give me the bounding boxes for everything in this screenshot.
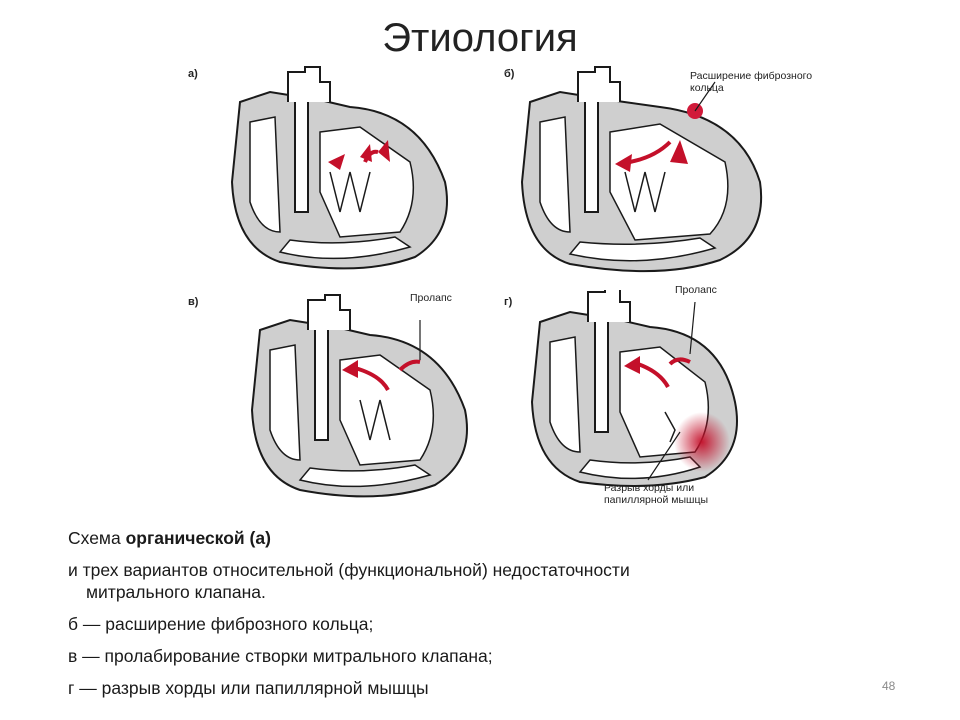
callout-chord-rupture: Разрыв хорды или папиллярной мышцы: [604, 482, 709, 506]
caption-line-2: и трех вариантов относительной (функцион…: [68, 559, 908, 603]
panel-b: б) Расширение фиброзного кольца: [500, 62, 820, 289]
caption-line-1: Схема органической (а): [68, 527, 908, 549]
figure-caption: Схема органической (а) и трех вариантов …: [68, 527, 908, 709]
heart-v: [250, 294, 468, 498]
caption-line-2a: и трех вариантов относительной (функцион…: [68, 560, 630, 580]
caption-line-2b: митрального клапана.: [86, 582, 266, 602]
heart-illustration-b: [520, 66, 763, 273]
caption-line-1-bold: органической (а): [125, 528, 271, 548]
heart-illustration-g: [530, 286, 738, 487]
caption-line-3: б — расширение фиброзного кольца;: [68, 614, 374, 634]
panel-g: г) Пролапс Разрыв хорды или папиллярной …: [500, 284, 820, 517]
callout-prolapse-g: Пролапс: [675, 284, 717, 296]
heart-illustration-a: [230, 66, 448, 270]
panel-b-label: б): [504, 68, 515, 80]
callout-prolapse-v: Пролапс: [410, 292, 452, 304]
caption-line-4: в — пролабирование створки митрального к…: [68, 646, 493, 666]
panel-a-label: а): [188, 68, 198, 80]
heart-illustration-v: [250, 294, 468, 498]
panel-v-label: в): [188, 296, 199, 308]
panel-v: в) Пролапс: [180, 290, 500, 517]
caption-line-5: г — разрыв хорды или папиллярной мышцы: [68, 678, 429, 698]
panel-g-label: г): [504, 296, 513, 308]
page-number: 48: [882, 679, 896, 693]
panel-a: а): [180, 62, 500, 289]
heart-a: [230, 66, 448, 270]
slide-title: Этиология: [382, 16, 578, 60]
callout-annulus-dilation: Расширение фиброзного кольца: [690, 70, 813, 94]
heart-diagram-figure: а) б) Расширение фи: [180, 62, 820, 517]
caption-line-1-prefix: Схема: [68, 528, 126, 548]
heart-b: [520, 66, 763, 273]
heart-g: [530, 286, 738, 487]
